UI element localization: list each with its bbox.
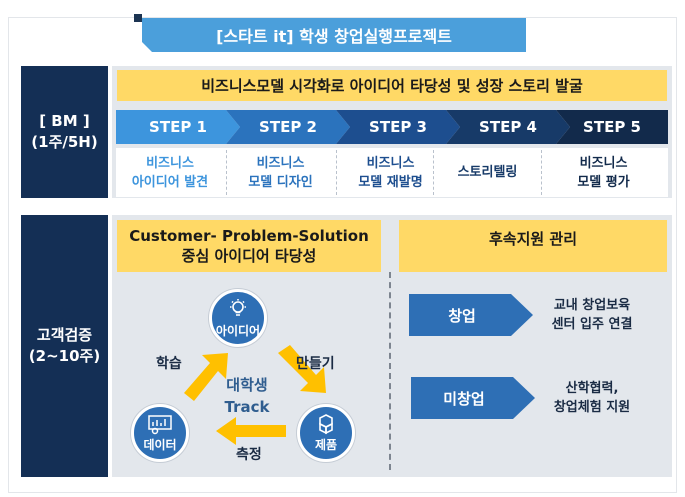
bm-section-label: [ BM ] (1주/5H) <box>21 66 108 198</box>
non-startup-tag: 미창업 <box>411 377 535 419</box>
step-4-desc: 스토리텔링 <box>433 150 541 195</box>
step-3-chevron: STEP 3 <box>336 110 460 144</box>
product-node-label: 제품 <box>314 438 338 452</box>
step-5-chevron: STEP 5 <box>556 110 668 144</box>
cps-headline-line1: Customer- Problem-Solution <box>129 227 369 245</box>
data-node: 데이터 <box>131 404 189 462</box>
data-analysis-icon <box>148 415 172 435</box>
step-5-desc-line2: 모델 평가 <box>577 174 630 190</box>
non-startup-desc: 산학협력, 창업체험 지원 <box>532 379 652 417</box>
product-node: 제품 <box>297 404 355 462</box>
step-1-chevron: STEP 1 <box>116 110 240 144</box>
startup-desc: 교내 창업보육 센터 입주 연결 <box>532 296 652 334</box>
bm-label-line2: (1주/5H) <box>31 133 98 151</box>
followup-headline: 후속지원 관리 <box>399 220 667 272</box>
data-node-label: 데이터 <box>143 438 177 452</box>
step-4-desc-line1: 스토리텔링 <box>457 165 518 180</box>
step-2-chevron: STEP 2 <box>226 110 350 144</box>
startup-desc-line1: 교내 창업보육 <box>553 298 631 313</box>
cycle-arrows <box>184 345 326 445</box>
measure-label: 측정 <box>236 447 262 463</box>
arrow-make <box>278 345 326 393</box>
startup-desc-line2: 센터 입주 연결 <box>551 317 633 332</box>
track-label-line1: 대학생 <box>226 376 268 394</box>
step-5-desc-line1: 비즈니스 <box>579 155 628 171</box>
step-2-desc-line2: 모델 디자인 <box>248 174 313 190</box>
step-1-desc-line1: 비즈니스 <box>146 155 194 171</box>
track-label: 대학생 Track <box>216 374 278 418</box>
non-startup-desc-line1: 산학협력, <box>565 381 619 396</box>
arrow-learn <box>184 353 228 401</box>
cps-headline: Customer- Problem-Solution 중심 아이디어 타당성 <box>117 220 381 272</box>
startup-tag: 창업 <box>409 294 533 336</box>
non-startup-desc-line2: 창업체험 지원 <box>553 400 631 415</box>
lightbulb-icon <box>230 299 246 316</box>
make-label: 만들기 <box>296 356 335 372</box>
bm-label-line1: [ BM ] <box>39 112 90 130</box>
track-label-line2: Track <box>224 398 270 416</box>
arrow-measure <box>216 417 286 445</box>
idea-node-label: 아이디어 <box>215 324 261 338</box>
idea-node: 아이디어 <box>209 289 267 347</box>
step-3-desc-line1: 비즈니스 <box>366 155 415 171</box>
step-3-desc-line2: 모델 재발명 <box>358 174 423 190</box>
step-1-desc-line2: 아이디어 발견 <box>131 174 209 190</box>
cps-headline-line2: 중심 아이디어 타당성 <box>181 247 317 265</box>
page-title: [스타트 it] 학생 창업실행프로젝트 <box>142 18 526 52</box>
step-4-chevron: STEP 4 <box>446 110 570 144</box>
validation-label-line1: 고객검증 <box>36 326 93 344</box>
boxes-icon <box>319 414 333 435</box>
step-desc-area <box>116 148 668 197</box>
learn-label: 학습 <box>156 356 182 372</box>
title-notch-decoration <box>134 14 142 22</box>
step-2-desc-line1: 비즈니스 <box>256 155 305 171</box>
validation-section-label: 고객검증 (2~10주) <box>21 215 108 477</box>
validation-label-line2: (2~10주) <box>28 347 101 365</box>
bm-headline: 비즈니스모델 시각화로 아이디어 타당성 및 성장 스토리 발굴 <box>117 70 667 101</box>
section-divider <box>389 272 391 470</box>
